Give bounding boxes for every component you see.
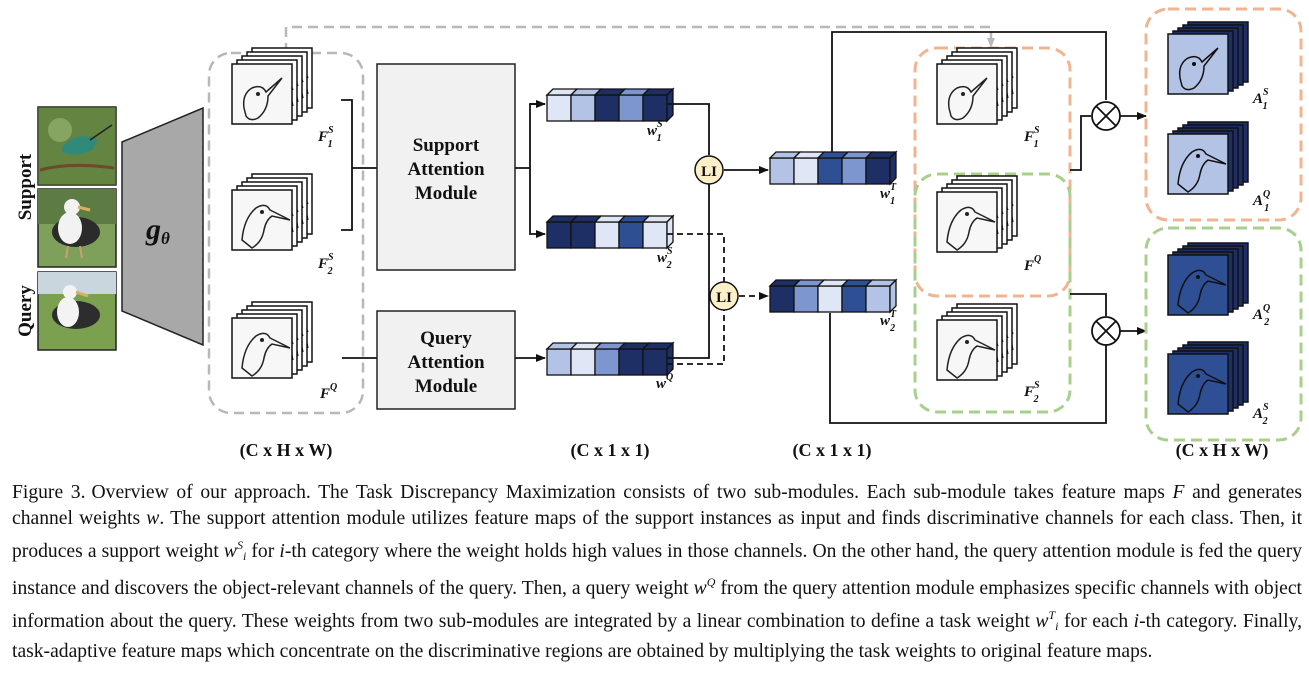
figure-caption: Figure 3.Overview of our approach. The T… [12, 480, 1302, 665]
wq-cell [593, 342, 627, 376]
caption-var-i-1: i [279, 541, 285, 562]
caption-text-6: from the query attention module emphasiz… [12, 578, 1302, 632]
weight-vector-w1s [545, 87, 675, 123]
dimension-label-1: (C x H x W) [240, 440, 333, 461]
dimension-label-4: (C x H x W) [1176, 440, 1269, 461]
caption-text-5: -th category where the weight holds high… [12, 541, 1303, 599]
w1t-cell [816, 151, 850, 185]
feature-map-stack-f1s-repeat [936, 47, 1018, 125]
w1s-cell [569, 88, 603, 122]
caption-var-i-2: i [1133, 611, 1140, 632]
caption-var-w: w [146, 508, 160, 529]
query-support2-group-box [913, 172, 1072, 414]
support-attention-module: Support Attention Module [376, 63, 516, 271]
attention-map-a2q [1167, 242, 1249, 316]
w2t-route [829, 313, 1107, 424]
group1-to-multiply [1070, 115, 1091, 171]
feature-map-stack-f2s [231, 173, 313, 251]
caption-var-wiS: wSi [223, 538, 247, 563]
query-attention-module: Query Attention Module [376, 310, 516, 410]
caption-text-8: -th category. Finally, task-adaptive fea… [12, 611, 1302, 662]
li1-inputs [667, 103, 710, 359]
group2-to-multiply [1070, 293, 1107, 316]
weight-vector-wq [545, 341, 675, 377]
caption-text-2: and generates channel weights [12, 482, 1303, 529]
li-node-2: LI [709, 281, 739, 311]
w2t-cell [768, 279, 802, 313]
w2s-cell [593, 215, 627, 249]
feature-map-stack-fq [231, 301, 313, 379]
output-group-1-box [1144, 7, 1303, 222]
li2-inputs [667, 233, 725, 365]
feature-map-stack-fq-repeat [936, 175, 1018, 253]
caption-var-wiT: wTi [1035, 608, 1059, 633]
dimension-label-2: (C x 1 x 1) [571, 440, 650, 461]
support-image-1 [37, 106, 117, 186]
caption-var-wQ: wQ [693, 575, 716, 599]
output-group-2-box [1144, 226, 1303, 442]
dimension-label-3: (C x 1 x 1) [793, 440, 872, 461]
multiply-node-2 [1091, 316, 1121, 346]
connector-support-bracket [341, 99, 377, 231]
encoder-label: gθ [145, 213, 170, 248]
label-wq: wQ [656, 372, 673, 392]
caption-text-7: for each [1063, 611, 1129, 632]
encoder-trapezoid: gθ [121, 106, 204, 347]
svg-text:LI: LI [701, 164, 717, 180]
svg-text:Support: Support [413, 135, 480, 156]
w2t-cell [816, 279, 850, 313]
svg-text:Attention: Attention [407, 352, 484, 373]
support-image-2 [37, 188, 117, 268]
query-image [37, 271, 117, 351]
caption-var-F: F [1172, 482, 1185, 503]
svg-text:Module: Module [415, 183, 477, 204]
query-label: Query [15, 285, 36, 337]
caption-lead: Figure 3. [12, 482, 86, 503]
wq-cell [641, 342, 675, 376]
support-label: Support [15, 153, 36, 220]
w2t-cell [864, 279, 898, 313]
weight-vector-w2s [545, 214, 675, 250]
feature-map-stack-f2s-repeat [936, 303, 1018, 381]
svg-text:Query: Query [420, 328, 472, 349]
top-skip-arrow [284, 25, 995, 53]
w1t-cell [792, 151, 826, 185]
feature-map-stack-f1s [231, 47, 313, 125]
svg-text:Module: Module [415, 376, 477, 397]
caption-text-4: for [251, 541, 275, 562]
w1t-route [831, 31, 1107, 152]
attention-map-a2s [1167, 341, 1249, 415]
w2t-cell [792, 279, 826, 313]
label-fq-repeat: FQ [1023, 254, 1041, 274]
svg-text:LI: LI [716, 290, 732, 306]
label-fq: FQ [319, 382, 337, 402]
weight-vector-w1t [768, 150, 898, 186]
li-node-1: LI [694, 155, 724, 185]
multiply-node-1 [1091, 101, 1121, 131]
svg-text:Attention: Attention [407, 159, 484, 180]
support-module-output [515, 103, 545, 234]
attention-map-a1s [1167, 21, 1249, 95]
caption-text-1: Overview of our approach. The Task Discr… [91, 482, 1165, 503]
caption-text-3: . The support attention module utilizes … [12, 508, 1303, 562]
w2s-cell [545, 215, 579, 249]
w2t-cell [840, 279, 874, 313]
weight-vector-w2t [768, 278, 898, 314]
w1t-cell [768, 151, 802, 185]
attention-map-a1q [1167, 121, 1249, 195]
